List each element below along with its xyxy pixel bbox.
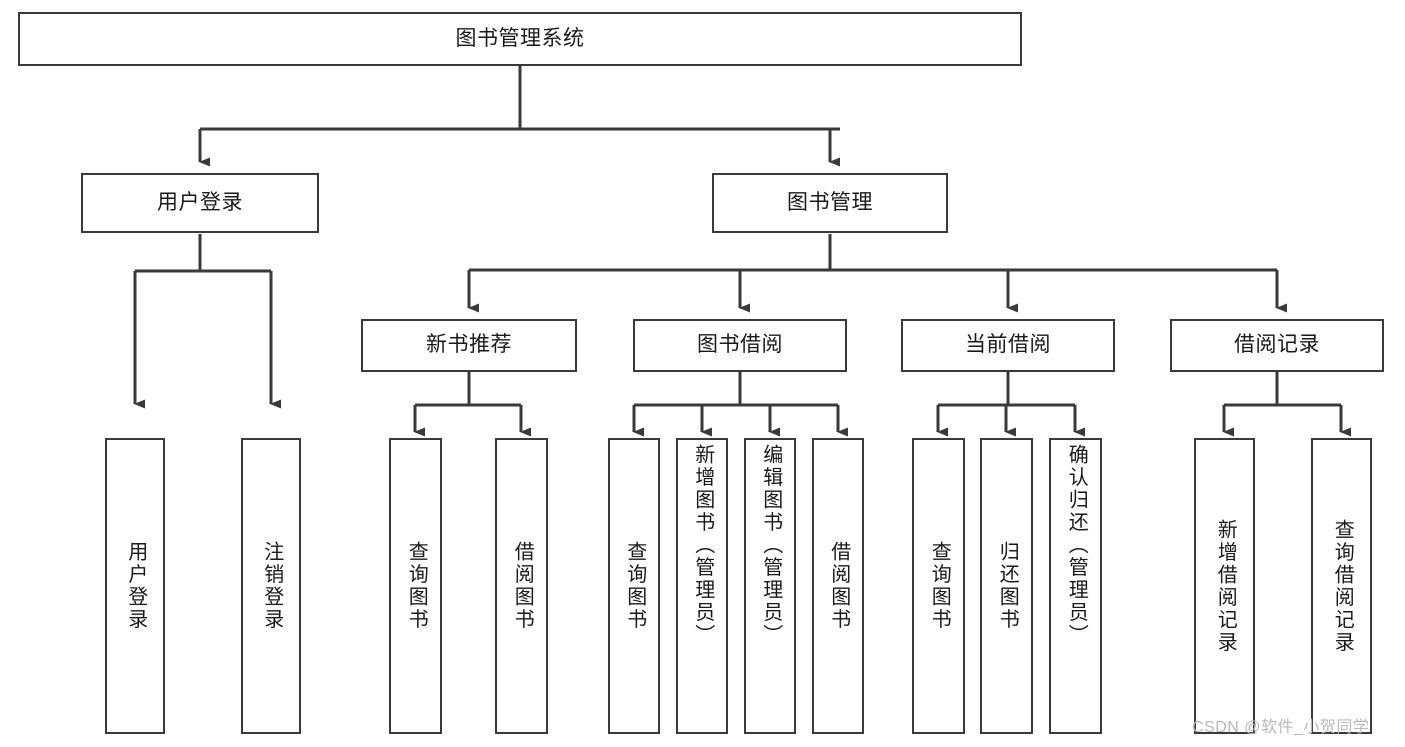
node-new-book-recommend-label: 新书推荐	[426, 333, 512, 357]
node-add-borrow-record[interactable]: 新增借阅记录	[1194, 438, 1255, 734]
node-add-book[interactable]: 新增图书（管理员）	[676, 438, 728, 734]
node-edit-book[interactable]: 编辑图书（管理员）	[744, 438, 796, 734]
node-add-borrow-record-label: 新增借阅记录	[1214, 518, 1237, 654]
node-query-book-1-label: 查询图书	[405, 541, 428, 631]
node-edit-book-label: 编辑图书（管理员）	[759, 444, 782, 647]
node-new-book-recommend[interactable]: 新书推荐	[361, 319, 577, 372]
node-query-borrow-record[interactable]: 查询借阅记录	[1311, 438, 1372, 734]
node-user-login-do-label: 用户登录	[124, 541, 147, 631]
node-current-borrow-label: 当前借阅	[965, 333, 1051, 357]
node-borrow-record-label: 借阅记录	[1234, 333, 1320, 357]
node-add-book-label: 新增图书（管理员）	[691, 444, 714, 647]
node-query-book-3-label: 查询图书	[928, 541, 951, 631]
node-root-label: 图书管理系统	[455, 26, 585, 50]
node-root[interactable]: 图书管理系统	[18, 12, 1022, 66]
csdn-watermark: CSDN @软件_小贺同学	[1192, 719, 1370, 736]
node-return-book[interactable]: 归还图书	[980, 438, 1033, 734]
node-query-book-2[interactable]: 查询图书	[608, 438, 660, 734]
node-borrow-book-1-label: 借阅图书	[511, 541, 534, 631]
node-book-borrow[interactable]: 图书借阅	[633, 319, 847, 372]
node-query-book-1[interactable]: 查询图书	[389, 438, 442, 734]
node-confirm-return[interactable]: 确认归还（管理员）	[1049, 438, 1102, 734]
node-user-login[interactable]: 用户登录	[81, 173, 319, 233]
node-return-book-label: 归还图书	[996, 541, 1019, 631]
node-book-borrow-label: 图书借阅	[697, 333, 783, 357]
node-query-borrow-record-label: 查询借阅记录	[1331, 518, 1354, 654]
node-borrow-book-1[interactable]: 借阅图书	[495, 438, 548, 734]
node-borrow-book-2-label: 借阅图书	[827, 541, 850, 631]
node-query-book-3[interactable]: 查询图书	[912, 438, 965, 734]
node-user-login-do[interactable]: 用户登录	[105, 438, 165, 734]
node-user-login-label: 用户登录	[157, 190, 243, 214]
node-book-management-label: 图书管理	[787, 190, 873, 214]
node-book-management[interactable]: 图书管理	[712, 173, 948, 233]
node-query-book-2-label: 查询图书	[623, 541, 646, 631]
node-current-borrow[interactable]: 当前借阅	[901, 319, 1115, 372]
node-borrow-book-2[interactable]: 借阅图书	[812, 438, 864, 734]
node-confirm-return-label: 确认归还（管理员）	[1065, 444, 1088, 647]
node-borrow-record[interactable]: 借阅记录	[1170, 319, 1384, 372]
node-user-logout[interactable]: 注销登录	[241, 438, 301, 734]
node-user-logout-label: 注销登录	[260, 541, 283, 631]
